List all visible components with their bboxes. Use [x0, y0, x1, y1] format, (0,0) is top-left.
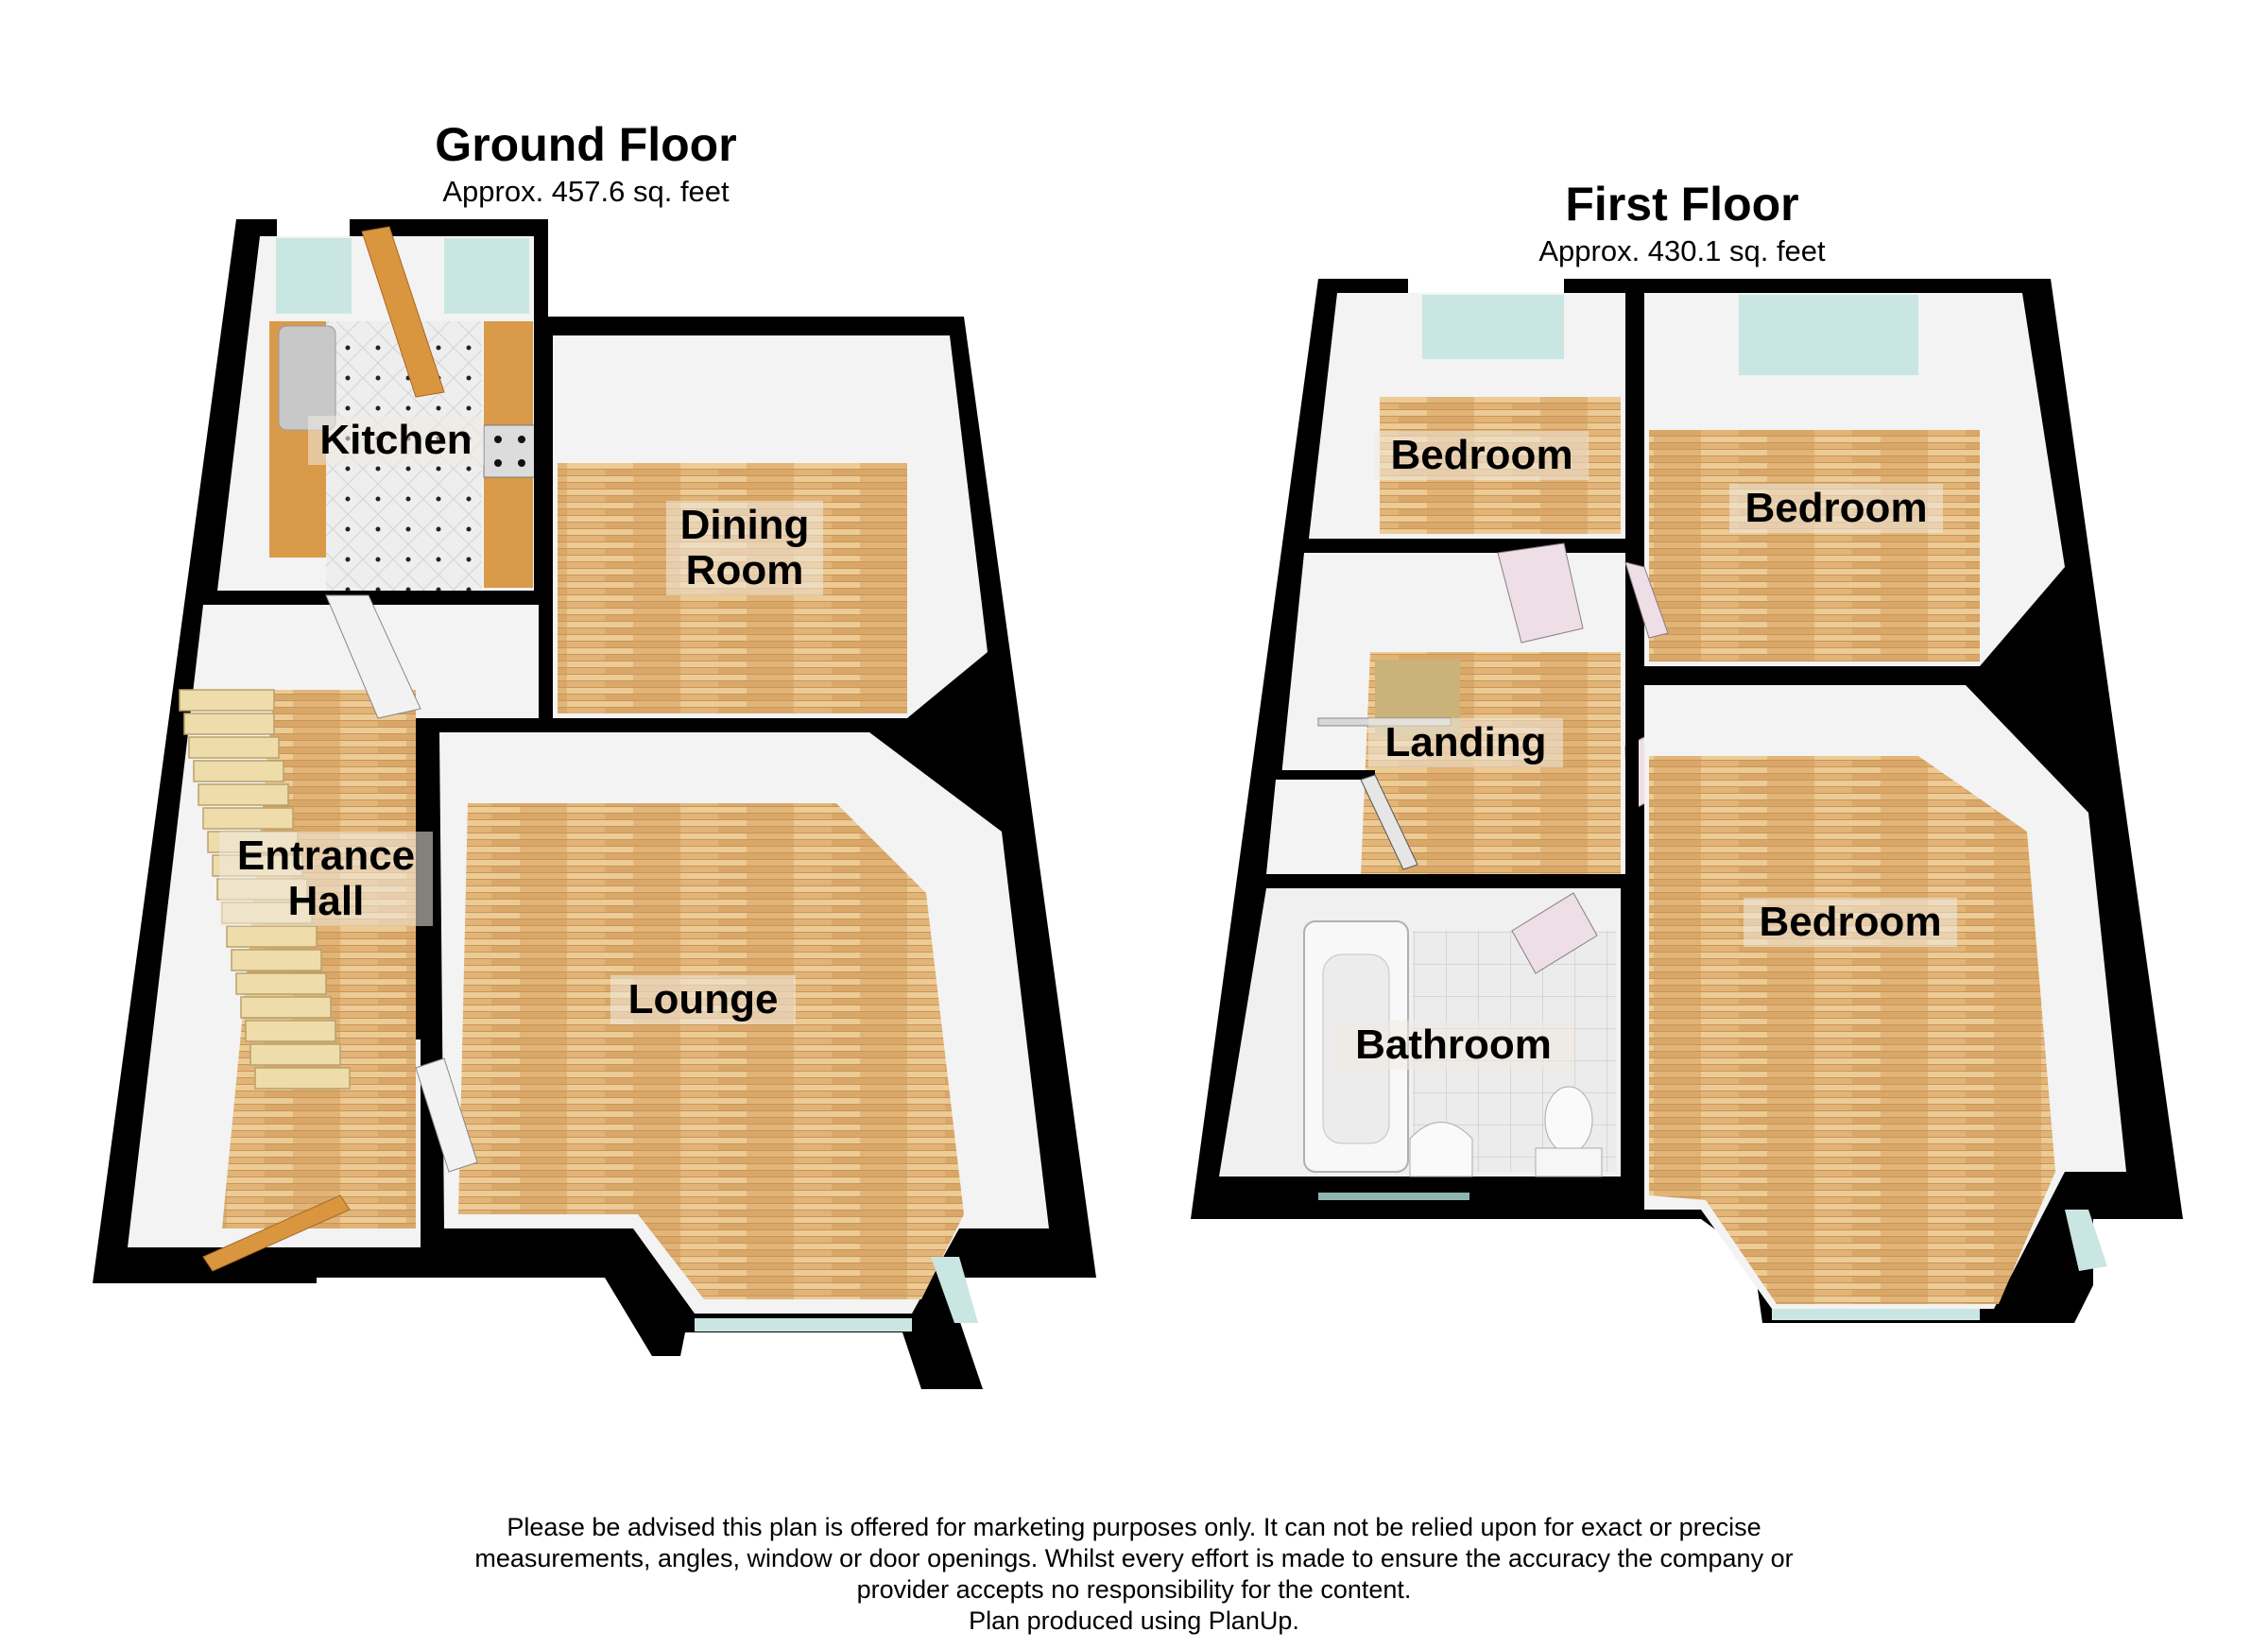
- disclaimer-line-3: provider accepts no responsibility for t…: [856, 1575, 1412, 1604]
- room-label-kitchen: Kitchen: [308, 416, 484, 465]
- entrance-hall-line2: Hall: [287, 878, 365, 924]
- wash-basin: [1409, 1122, 1473, 1177]
- bedroom-top-right-window: [1739, 295, 1918, 375]
- kitchen-back-door: [361, 226, 445, 398]
- dining-room-line1: Dining: [679, 502, 810, 548]
- entrance-hall-line1: Entrance: [236, 833, 416, 879]
- first-floor-area: Approx. 430.1 sq. feet: [1538, 234, 1826, 267]
- hall-lounge-door: [415, 1057, 478, 1173]
- hall-kitchen-door: [325, 594, 421, 719]
- disclaimer-line-2: measurements, angles, window or door ope…: [474, 1544, 1794, 1572]
- staircase: [179, 689, 351, 1090]
- front-door: [202, 1194, 351, 1272]
- ground-floor-plan: [93, 219, 1096, 1389]
- toilet: [1544, 1086, 1593, 1154]
- dining-room-line2: Room: [685, 547, 804, 593]
- disclaimer: Please be advised this plan is offered f…: [378, 1512, 1890, 1637]
- landing-bedroom-top-right-door: [1624, 561, 1669, 639]
- bedroom-large-side-window: [2065, 1210, 2107, 1271]
- room-label-dining-room: Dining Room: [666, 501, 823, 595]
- lounge-bay-window: [695, 1318, 912, 1331]
- bedroom-small-window: [1422, 295, 1564, 359]
- bedroom-large-floor: [1649, 756, 2055, 1304]
- lounge-floor: [458, 803, 964, 1299]
- room-label-bathroom: Bathroom: [1332, 1021, 1574, 1070]
- kitchen-sink: [278, 325, 336, 431]
- disclaimer-line-4: Plan produced using PlanUp.: [969, 1606, 1299, 1635]
- room-label-bedroom-small: Bedroom: [1375, 431, 1589, 480]
- kitchen-window-right: [444, 238, 529, 314]
- bathroom-window: [1318, 1193, 1469, 1200]
- cupboard-door: [1360, 774, 1418, 870]
- ground-floor-title: Ground Floor: [435, 118, 737, 171]
- room-label-entrance-hall: Entrance Hall: [219, 832, 433, 926]
- bathroom-door: [1511, 892, 1598, 974]
- first-floor-title: First Floor: [1565, 178, 1799, 231]
- lounge-side-window: [931, 1257, 978, 1323]
- kitchen-window-left: [276, 238, 352, 314]
- kitchen-hob: [483, 424, 537, 478]
- room-label-lounge: Lounge: [610, 975, 796, 1024]
- bedroom-top-right-floor: [1649, 430, 1980, 661]
- room-label-landing: Landing: [1368, 718, 1563, 767]
- first-floor-plan: [1191, 279, 2183, 1323]
- ground-floor-area: Approx. 457.6 sq. feet: [442, 175, 730, 208]
- room-label-bedroom-top-right: Bedroom: [1729, 484, 1943, 533]
- cupboard: [1266, 780, 1361, 874]
- landing-bedroom-small-door: [1497, 542, 1584, 644]
- bedroom-large-bay-window: [1772, 1309, 1980, 1320]
- disclaimer-line-1: Please be advised this plan is offered f…: [507, 1513, 1761, 1541]
- room-label-bedroom-large: Bedroom: [1744, 898, 1957, 947]
